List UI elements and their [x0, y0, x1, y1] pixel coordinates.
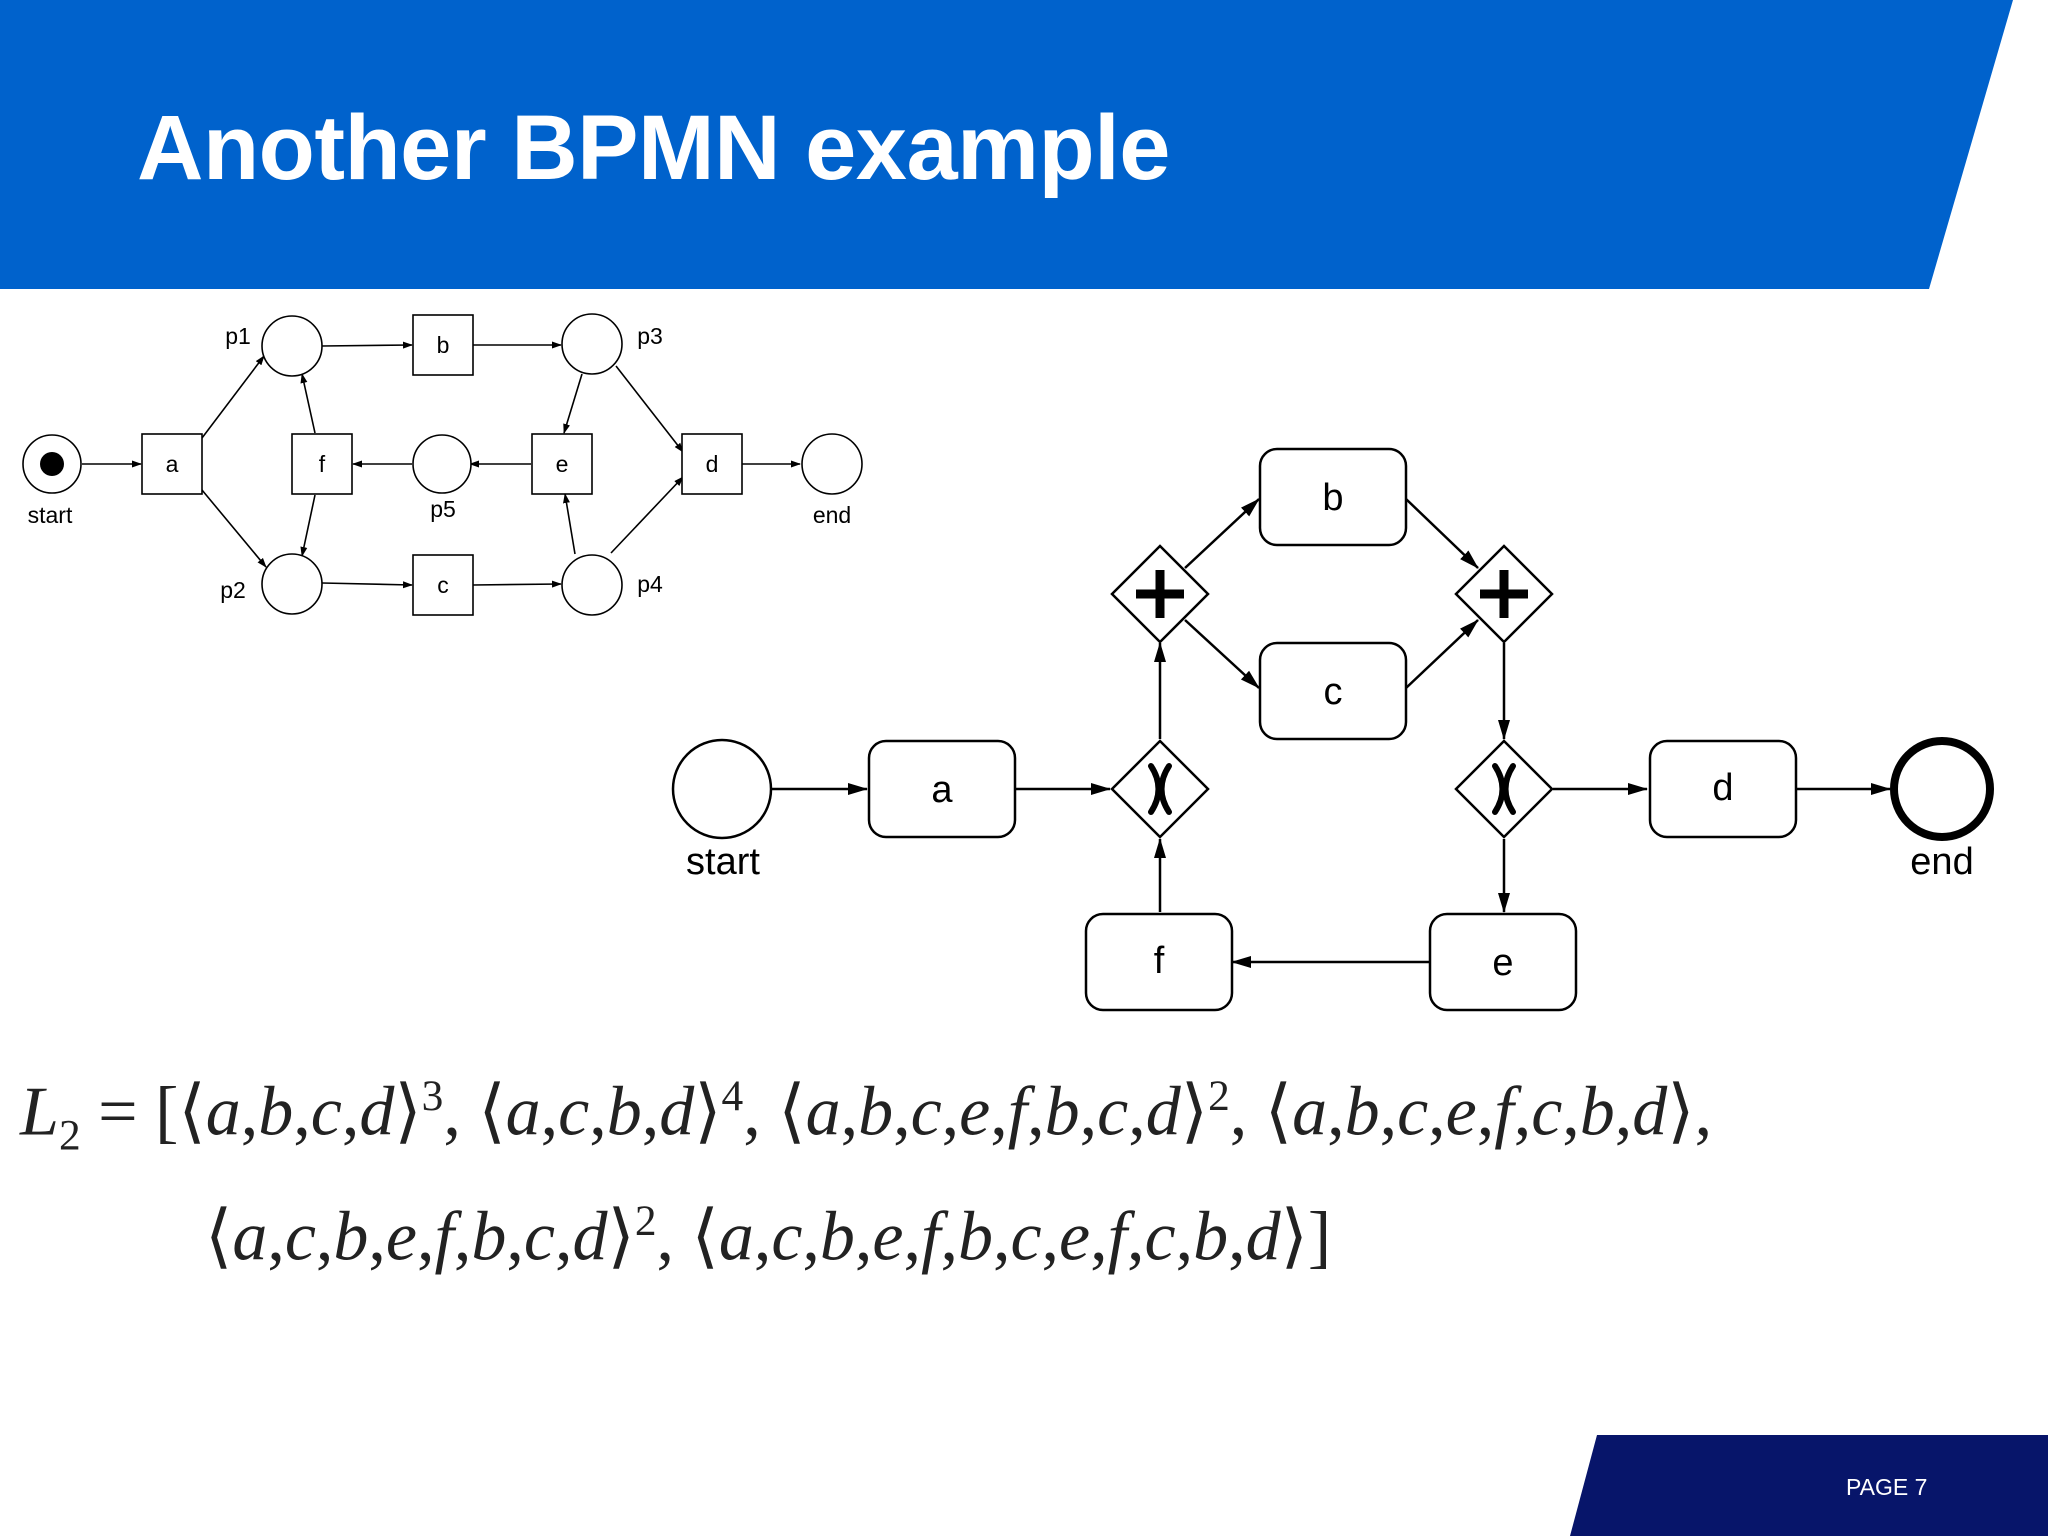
bpmn-task-d: [1648, 739, 1798, 839]
petri-label-p5: p5: [430, 496, 456, 522]
petri-transition-a: [141, 433, 203, 495]
bpmn-task-b: [1258, 447, 1408, 547]
bpmn-task-f: [1084, 912, 1234, 1012]
petri-place-p4: [561, 554, 623, 616]
bpmn-x-icon: [1148, 763, 1172, 815]
page-number: PAGE 7: [1846, 1474, 1928, 1500]
bpmn-task-a: [867, 739, 1017, 839]
petri-transition-label-d: d: [706, 451, 719, 477]
petri-label-start: start: [28, 502, 73, 528]
petri-transition-f: [291, 433, 353, 495]
petri-label-end: end: [813, 502, 851, 528]
event-log-formula-line-1: L2 = [⟨a,b,c,d⟩3, ⟨a,c,b,d⟩4, ⟨a,b,c,e,f…: [20, 1072, 1713, 1160]
bpmn-end-label: end: [1910, 841, 1973, 883]
bpmn-task-label-c: c: [1324, 671, 1343, 713]
slide-title: Another BPMN example: [137, 97, 1170, 199]
bpmn-task-label-e: e: [1492, 942, 1513, 984]
bpmn-task-label-b: b: [1322, 477, 1343, 519]
bpmn-task-label-f: f: [1154, 940, 1165, 982]
bpmn-plus-icon: [1480, 570, 1528, 618]
petri-label-p1: p1: [225, 323, 251, 349]
bpmn-end-event: [1890, 737, 1994, 841]
bpmn-task-c: [1258, 641, 1408, 741]
event-log-formula-line-2: ⟨a,c,b,e,f,b,c,d⟩2, ⟨a,c,b,e,f,b,c,e,f,c…: [205, 1197, 1332, 1276]
header-band: [0, 0, 2013, 289]
bpmn-start-label: start: [686, 841, 760, 883]
bpmn-task-label-a: a: [931, 769, 953, 811]
petri-token: [40, 452, 64, 476]
bpmn-start-event: [671, 738, 773, 840]
bpmn-task-label-d: d: [1712, 767, 1733, 809]
petri-place-p3: [561, 313, 623, 375]
petri-transition-label-e: e: [556, 451, 569, 477]
petri-transition-e: [531, 433, 593, 495]
bpmn-plus-icon: [1136, 570, 1184, 618]
petri-transition-label-b: b: [437, 332, 450, 358]
bpmn-task-e: [1428, 912, 1578, 1012]
petri-label-p3: p3: [637, 323, 663, 349]
petri-label-p2: p2: [220, 577, 246, 603]
petri-transition-label-a: a: [166, 451, 179, 477]
petri-transition-d: [681, 433, 743, 495]
petri-place-end: [801, 433, 863, 495]
petri-label-p4: p4: [637, 571, 663, 597]
petri-place-p2: [261, 553, 323, 615]
petri-transition-c: [412, 554, 474, 616]
petri-transition-label-c: c: [437, 572, 449, 598]
petri-transition-label-f: f: [319, 451, 326, 477]
petri-transition-b: [412, 314, 474, 376]
petri-place-p1: [261, 315, 323, 377]
bpmn-x-icon: [1492, 763, 1516, 815]
petri-place-p5: [412, 434, 472, 494]
